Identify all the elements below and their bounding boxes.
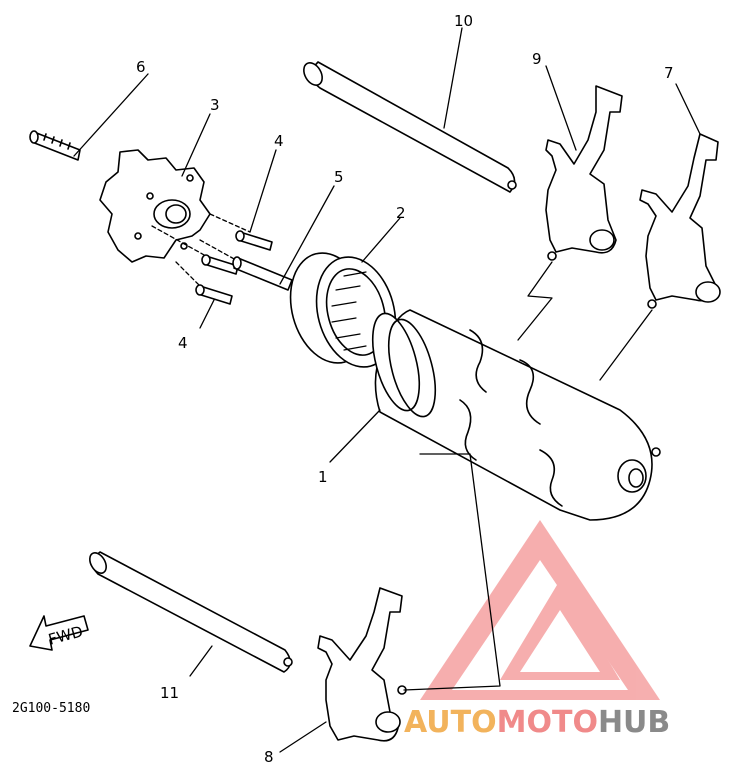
dowel-pin-upper [235, 230, 273, 251]
shift-fork-7 [639, 133, 721, 309]
watermark-auto: AUTO [404, 705, 497, 740]
callout-2: 2 [396, 204, 406, 222]
shift-rod-upper [303, 61, 517, 193]
forward-arrow-icon [29, 615, 89, 651]
dowel-pin-lower [195, 284, 233, 305]
shift-fork-9 [545, 85, 623, 261]
callout-8: 8 [264, 748, 274, 766]
watermark-text: AUTOMOTOHUB [404, 705, 670, 740]
callout-1: 1 [318, 468, 328, 486]
callout-9: 9 [532, 50, 542, 68]
callout-4-upper: 4 [274, 132, 284, 150]
shift-rod-lower [89, 551, 293, 673]
drawing-code: 2G100-5180 [12, 701, 90, 716]
dowel-pin-middle [201, 254, 239, 275]
callout-11: 11 [160, 684, 179, 702]
callout-6: 6 [136, 58, 146, 76]
callout-10: 10 [454, 12, 473, 30]
watermark-hub: HUB [598, 705, 670, 740]
leader-lines [73, 27, 701, 753]
shift-drum-segment [99, 149, 211, 263]
watermark-logo-icon [420, 520, 660, 700]
long-pin [232, 256, 293, 291]
callout-7: 7 [664, 64, 674, 82]
shift-drum [371, 309, 661, 521]
bolt-screw [29, 130, 81, 161]
shift-fork-8 [317, 587, 407, 742]
callout-4-lower: 4 [178, 334, 188, 352]
watermark-moto: MOTO [497, 705, 598, 740]
callout-labels: 1 2 3 4 4 5 6 7 8 9 10 11 [136, 12, 674, 766]
svg-text:AUTOMOTOHUB: AUTOMOTOHUB [404, 705, 670, 740]
callout-5: 5 [334, 168, 344, 186]
callout-3: 3 [210, 96, 220, 114]
